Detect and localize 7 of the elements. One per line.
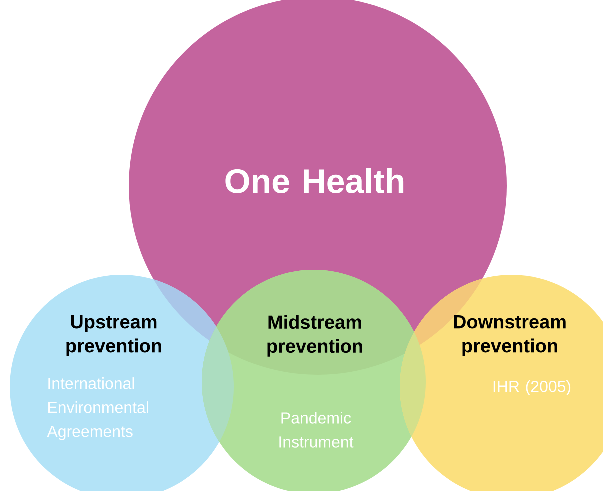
circle-text: IHR (2005): [494, 380, 571, 396]
circle-text: Pandemic Instrument: [280, 412, 354, 448]
circle-heading: Downstream prevention: [454, 316, 566, 356]
circle-heading: Midstream prevention: [268, 315, 362, 357]
circle-text: International Environmental Agreements: [47, 378, 148, 440]
circle-heading: One Health: [226, 168, 404, 194]
circle-heading: Upstream prevention: [66, 316, 162, 356]
